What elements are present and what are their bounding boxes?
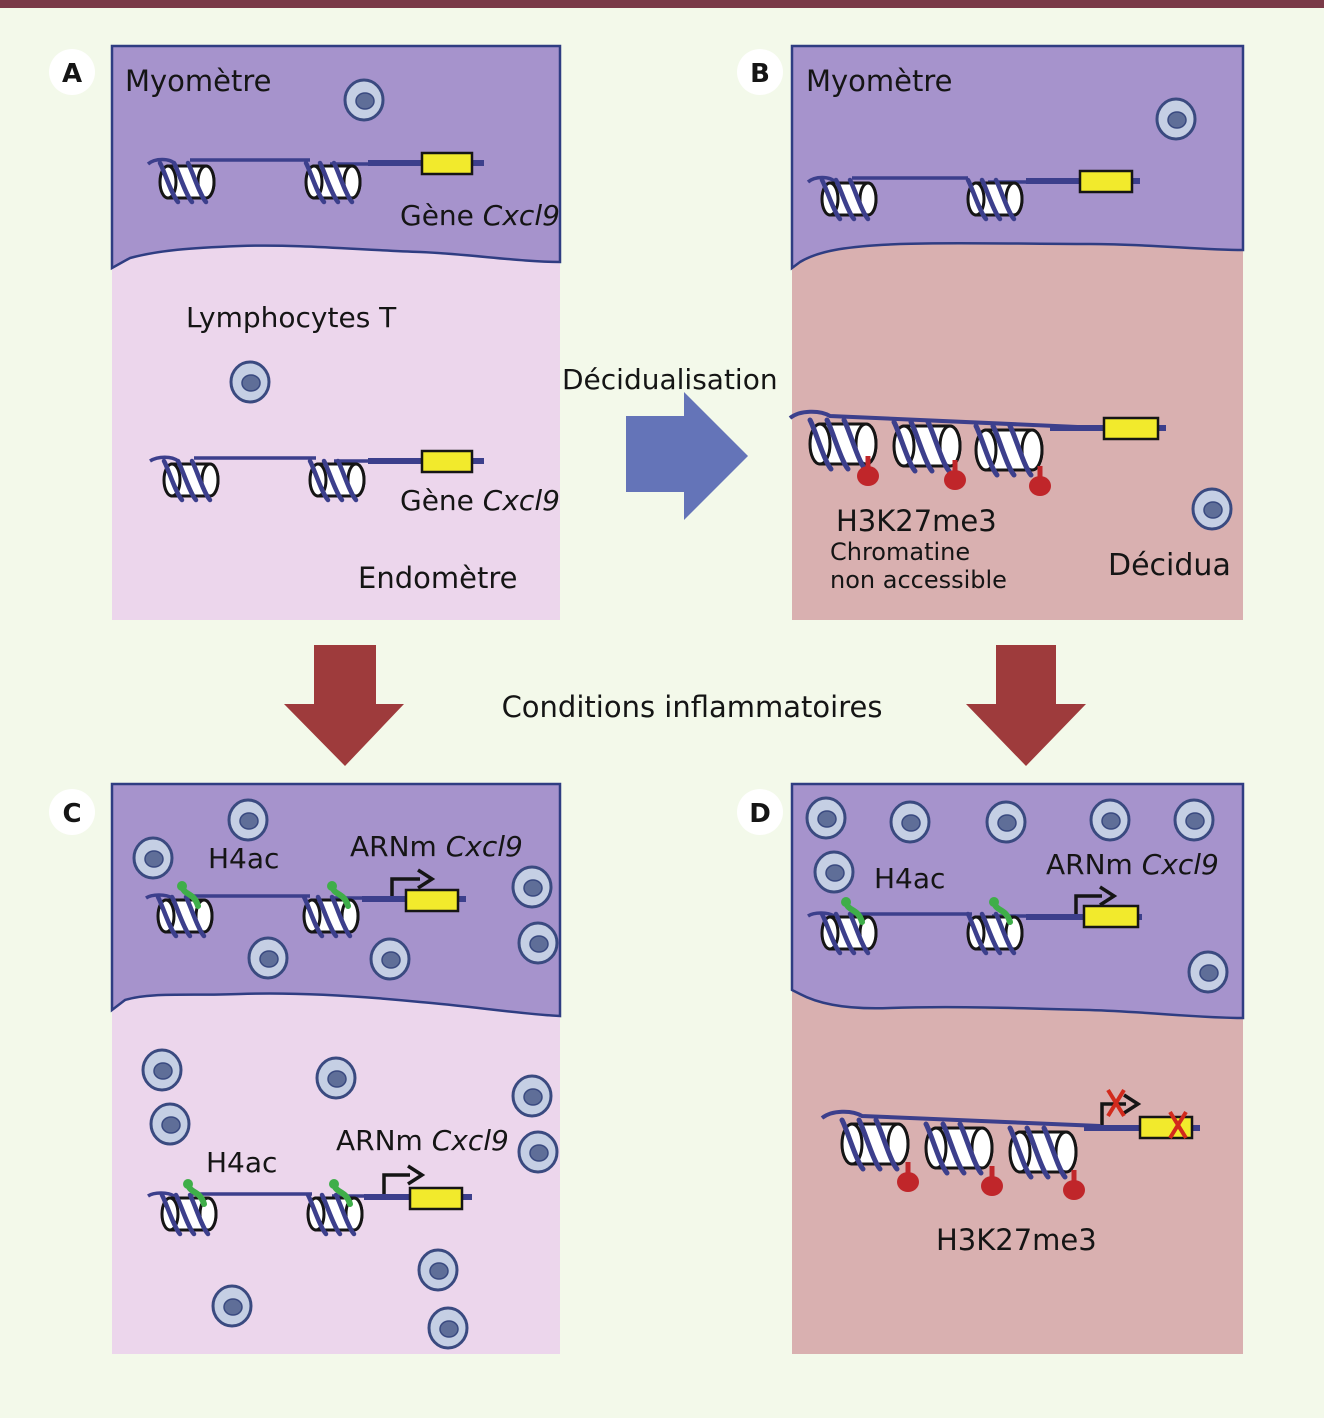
t-cell (511, 1074, 553, 1118)
t-cell (517, 921, 559, 965)
h4ac-label: H4ac (874, 862, 945, 895)
panel-c: C H4ac ARNm Cxcl9 H4ac ARNm Cxcl9 (49, 782, 562, 1354)
gene-label: Gène Cxcl9 (400, 199, 560, 232)
t-cell (315, 1056, 357, 1100)
myometre-region (110, 44, 562, 271)
t-cell (369, 937, 411, 981)
t-cell (813, 850, 855, 894)
inflammation-arrow-left (284, 645, 404, 766)
gene-box (1078, 169, 1134, 194)
h3k27me3-label: H3K27me3 (936, 1223, 1097, 1257)
t-cell (1173, 798, 1215, 842)
myometre-region (790, 44, 1245, 271)
transcription-arrow (390, 877, 420, 896)
chromatin-fiber (145, 868, 466, 936)
t-cell (805, 796, 847, 840)
mrna-label: ARNm Cxcl9 (1046, 848, 1219, 881)
t-cell (132, 836, 174, 880)
t-cell (227, 798, 269, 842)
h3k27me3-label: H3K27me3 (836, 504, 997, 538)
decidualisation-arrow (626, 392, 748, 520)
t-cell (517, 1130, 559, 1174)
repressed-chromatin (820, 1088, 1200, 1200)
chromatin-fiber (147, 1164, 472, 1234)
gene-box (1082, 904, 1140, 929)
block-cross (1106, 1088, 1126, 1118)
myometre-label: Myomètre (806, 64, 953, 98)
gene-label: Gène Cxcl9 (400, 484, 560, 517)
chromatin-label: non accessible (830, 566, 1007, 594)
chromatin-fiber (807, 885, 1142, 953)
repressed-chromatin (788, 409, 1166, 496)
t-cell (427, 1306, 469, 1350)
t-cell (985, 800, 1027, 844)
mrna-label: ARNm Cxcl9 (350, 830, 523, 863)
mrna-label: ARNm Cxcl9 (336, 1124, 509, 1157)
gene-box (420, 151, 474, 176)
chromatin-label: Chromatine (830, 538, 970, 566)
t-cell (343, 78, 385, 122)
panel-d: D H4ac ARNm Cxcl9 (737, 782, 1245, 1354)
top-bar (0, 0, 1324, 8)
t-cell (149, 1102, 191, 1146)
inflammatory-label: Conditions inflammatoires (502, 690, 883, 724)
chromatin-fiber (149, 449, 484, 500)
block-cross (1168, 1110, 1188, 1140)
decidualisation-label: Décidualisation (562, 363, 778, 396)
t-cell (417, 1248, 459, 1292)
t-cell (511, 865, 553, 909)
chromatin-fiber (806, 169, 1140, 219)
t-cell (247, 936, 289, 980)
t-cell (229, 360, 271, 404)
chromatin-fiber (146, 151, 484, 202)
panel-b: B Myomètre H3K27me3 Chromatine non acces… (737, 44, 1245, 620)
decidua-label: Décidua (1108, 548, 1231, 583)
gene-box (408, 1186, 464, 1211)
panel-letter-a: A (62, 59, 82, 89)
h4ac-label: H4ac (208, 842, 279, 875)
t-cell (1187, 950, 1229, 994)
endometre-label: Endomètre (358, 561, 517, 595)
panel-letter-b: B (750, 59, 770, 89)
gene-box (1102, 416, 1160, 441)
panel-a: A Myomètre Gène Cxcl9 Lymphocytes T Gène… (49, 44, 562, 620)
transcription-arrow (1074, 894, 1102, 914)
gene-box (420, 449, 474, 474)
h4ac-label: H4ac (206, 1146, 277, 1179)
transcription-arrow (382, 1173, 410, 1194)
t-cell (889, 800, 931, 844)
myometre-label: Myomètre (125, 64, 272, 98)
panel-letter-c: C (62, 799, 81, 829)
lymphocytes-label: Lymphocytes T (186, 301, 397, 334)
t-cell (211, 1284, 253, 1328)
t-cell (1155, 97, 1197, 141)
t-cell (1089, 798, 1131, 842)
inflammation-arrow-right (966, 645, 1086, 766)
t-cell (1191, 487, 1233, 531)
gene-box (404, 888, 460, 913)
t-cell (141, 1048, 183, 1092)
panel-letter-d: D (749, 799, 771, 829)
